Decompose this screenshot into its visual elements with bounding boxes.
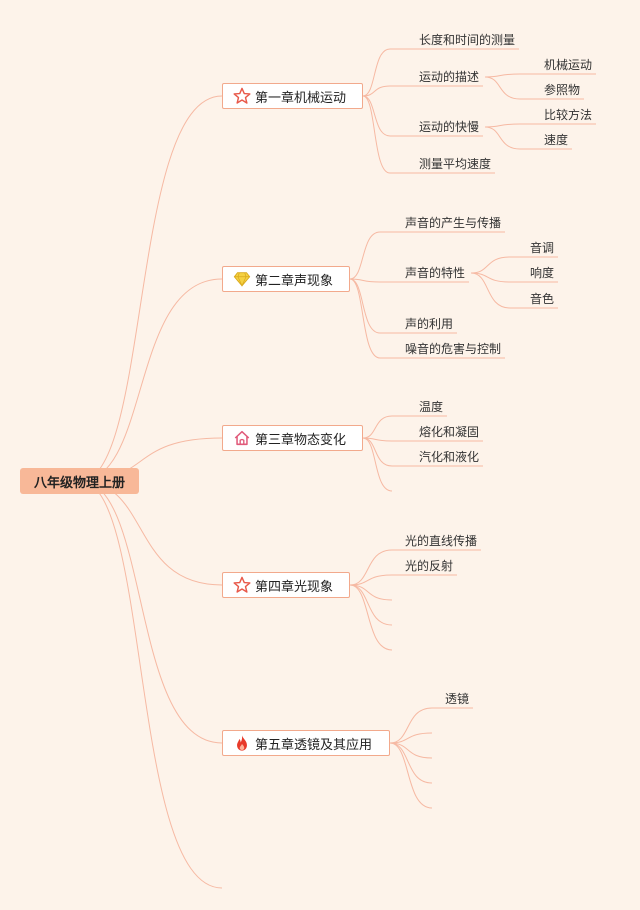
chapter-title: 第三章物态变化: [255, 432, 347, 448]
topic-link-2-1: [349, 231, 381, 280]
connector-lines: [79, 48, 596, 889]
topic-link-1-4: [362, 95, 391, 174]
subtopic-label[interactable]: 响度: [530, 266, 555, 280]
subtopic-label[interactable]: 机械运动: [544, 58, 593, 72]
topic-label[interactable]: 声音的产生与传播: [405, 216, 502, 230]
root-branch-2: [79, 278, 223, 482]
subtopic-label[interactable]: 比较方法: [544, 108, 593, 122]
topic-label[interactable]: 测量平均速度: [419, 157, 492, 171]
topic-link-1-2: [362, 85, 391, 97]
topic-label[interactable]: 透镜: [445, 692, 470, 706]
subtopic-label[interactable]: 音调: [530, 241, 555, 255]
star-outline-icon: [233, 576, 251, 594]
topic-link-5-2: [389, 732, 433, 744]
topic-label[interactable]: 光的反射: [405, 559, 454, 573]
root-branch-5: [79, 480, 223, 744]
topic-link-4-1: [349, 549, 393, 586]
chapter-node-4[interactable]: 第四章光现象: [222, 572, 350, 598]
diamond-icon: [233, 270, 251, 288]
subtopic-label[interactable]: 音色: [530, 292, 555, 306]
child-link: [484, 123, 521, 128]
topic-link-3-3: [362, 437, 393, 467]
topic-link-4-2: [349, 574, 393, 586]
topic-label[interactable]: 运动的快慢: [419, 120, 480, 134]
child-link: [484, 76, 521, 100]
topic-label[interactable]: 运动的描述: [419, 70, 480, 84]
topic-link-2-2: [349, 278, 381, 283]
child-link: [484, 126, 521, 150]
root-label: 八年级物理上册: [33, 475, 125, 491]
topic-label[interactable]: 长度和时间的测量: [419, 33, 516, 47]
child-link: [470, 256, 511, 274]
topic-link-4-5: [349, 584, 393, 651]
topic-link-1-1: [362, 48, 391, 97]
topic-link-5-5: [389, 742, 433, 809]
topic-label[interactable]: 温度: [419, 400, 444, 414]
topic-label[interactable]: 声音的特性: [405, 266, 466, 280]
topic-link-5-4: [389, 742, 433, 784]
topic-link-3-1: [362, 415, 393, 439]
subtopic-label[interactable]: 参照物: [544, 83, 581, 97]
child-link: [470, 272, 511, 309]
root-branch-tail: [79, 480, 223, 889]
topic-label[interactable]: 汽化和液化: [419, 450, 480, 464]
chapter-title: 第四章光现象: [255, 579, 334, 595]
topic-label[interactable]: 声的利用: [405, 317, 454, 331]
topic-label[interactable]: 熔化和凝固: [419, 425, 480, 439]
chapter-title: 第五章透镜及其应用: [255, 737, 373, 753]
root-branch-1: [79, 95, 223, 482]
topic-link-5-1: [389, 707, 433, 744]
chapter-node-1[interactable]: 第一章机械运动: [222, 83, 363, 109]
topic-label[interactable]: 光的直线传播: [405, 534, 478, 548]
topic-link-3-4: [362, 437, 393, 492]
topic-label[interactable]: 噪音的危害与控制: [405, 342, 502, 356]
root-node[interactable]: 八年级物理上册: [20, 468, 139, 494]
chapter-node-5[interactable]: 第五章透镜及其应用: [222, 730, 390, 756]
topic-link-2-4: [349, 278, 381, 359]
topic-link-1-3: [362, 95, 391, 137]
star-outline-icon: [233, 87, 251, 105]
subtopic-label[interactable]: 速度: [544, 133, 569, 147]
child-link: [484, 73, 521, 78]
topic-link-2-3: [349, 278, 381, 334]
topic-link-4-4: [349, 584, 393, 626]
chapter-title: 第二章声现象: [255, 273, 334, 289]
chapter-node-3[interactable]: 第三章物态变化: [222, 425, 363, 451]
chapter-node-2[interactable]: 第二章声现象: [222, 266, 350, 292]
house-icon: [233, 429, 251, 447]
chapter-title: 第一章机械运动: [255, 90, 347, 106]
fire-icon: [233, 734, 251, 752]
